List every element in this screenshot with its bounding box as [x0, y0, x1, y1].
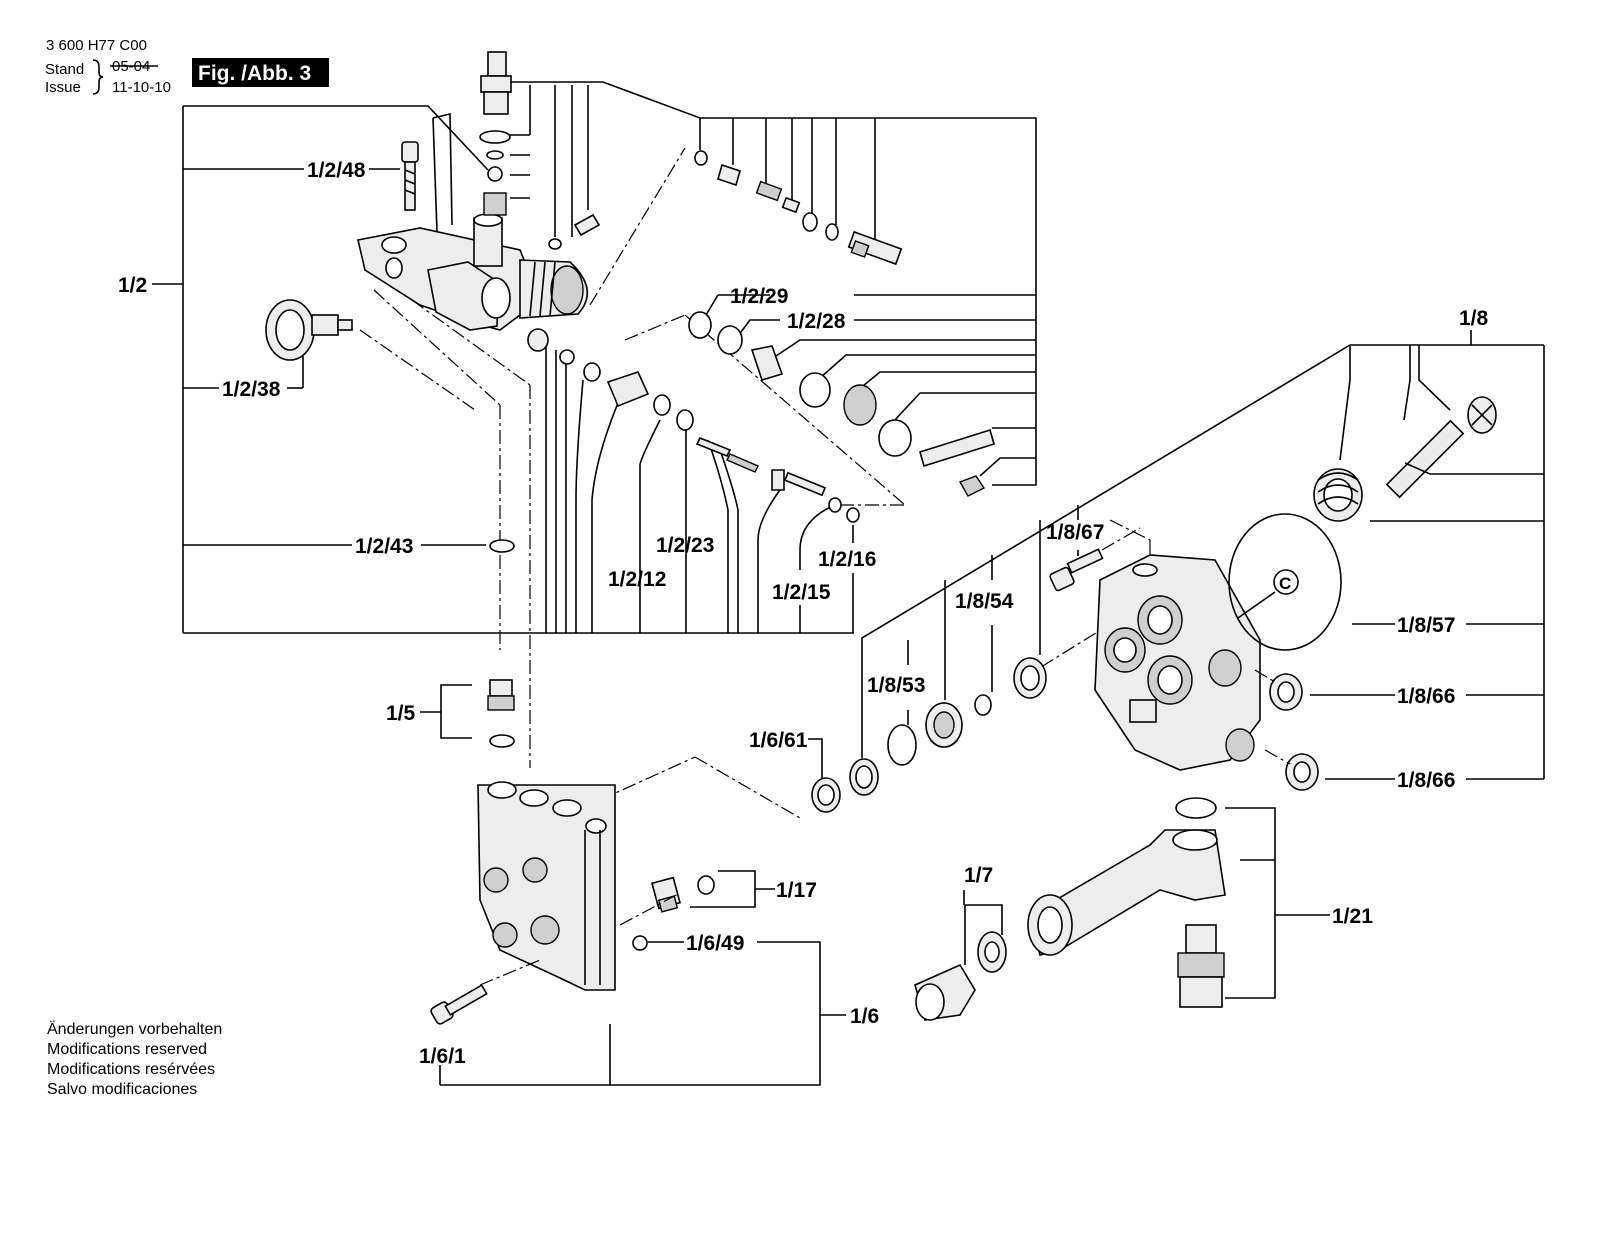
callout-1-2-23: 1/2/23 [656, 534, 714, 557]
bracket-1-6 [439, 941, 846, 1086]
gasket-1-8-57: C [1228, 513, 1342, 651]
callout-1-2: 1/2 [118, 274, 147, 297]
callout-1-8: 1/8 [1459, 307, 1489, 330]
bracket-1-21 [1225, 807, 1330, 999]
issue-label: Issue [45, 79, 81, 96]
valve-parts-upper [694, 150, 903, 266]
callout-1-7: 1/7 [964, 864, 993, 887]
manifold-1-6 [477, 781, 616, 991]
header-block: 3 600 H77 C00 Stand Issue 05-04 11-10-10… [45, 37, 329, 96]
assembly-1-2-leaders [152, 81, 1037, 634]
callout-1-5: 1/5 [386, 702, 416, 725]
callout-1-2-43: 1/2/43 [355, 535, 413, 558]
callout-1-6-49: 1/6/49 [686, 932, 744, 955]
adapter-1-7 [914, 931, 1007, 1021]
axis-1-8-67 [1101, 527, 1141, 551]
callout-1-2-16: 1/2/16 [818, 548, 876, 571]
note-es: Salvo modificaciones [47, 1081, 197, 1098]
small-oring [548, 238, 562, 250]
bracket-1-7 [963, 890, 1003, 965]
callout-1-6-61: 1/6/61 [749, 729, 808, 752]
doc-number: 3 600 H77 C00 [46, 37, 147, 54]
callout-1-17: 1/17 [776, 879, 817, 902]
valve-parts-middle [527, 311, 995, 523]
callout-1-2-12: 1/2/12 [608, 568, 666, 591]
issue-date: 11-10-10 [112, 79, 171, 96]
bracket-1-17 [690, 870, 775, 908]
axis-1-17 [619, 892, 681, 926]
seal-row [811, 657, 1047, 813]
marker-c: C [1279, 574, 1291, 593]
callout-1-8-66-a: 1/8/66 [1397, 685, 1455, 708]
oring-1-6-49 [632, 935, 648, 951]
callout-1-21: 1/21 [1332, 905, 1373, 928]
clip-part [432, 112, 453, 233]
valve-1-17 [651, 875, 715, 913]
note-fr: Modifications resérvées [47, 1061, 215, 1078]
note-en: Modifications reserved [47, 1041, 207, 1058]
outlet-1-21 [1027, 797, 1226, 1008]
assembly-1-8-leaders [861, 330, 1545, 780]
assembly-axis-lines [359, 147, 1151, 819]
axis-1-8-66a [1254, 669, 1276, 683]
callout-1-2-15: 1/2/15 [772, 581, 831, 604]
callout-1-2-48: 1/2/48 [307, 159, 366, 182]
callout-labels: 1/2 1/2/48 1/2/38 1/2/43 1/2/29 1/2/28 1… [118, 159, 1489, 1068]
small-plug [573, 213, 601, 237]
brace-icon [92, 59, 104, 95]
plug-1-5 [487, 679, 515, 748]
callout-1-6: 1/6 [850, 1005, 879, 1028]
callout-1-2-28: 1/2/28 [787, 310, 846, 333]
bracket-1-5 [420, 684, 472, 739]
callout-1-8-67: 1/8/67 [1046, 521, 1104, 544]
screw-1-6-1 [430, 984, 488, 1025]
callout-1-2-29: 1/2/29 [730, 285, 788, 308]
piston-group-1-8 [1269, 396, 1497, 791]
stand-label: Stand [45, 61, 84, 78]
screw-1-2-48 [401, 141, 419, 211]
oring-1-2-43 [489, 539, 515, 553]
callout-1-8-54: 1/8/54 [955, 590, 1014, 613]
leader-1-6-61 [808, 738, 823, 778]
callout-1-8-66-b: 1/8/66 [1397, 769, 1455, 792]
note-de: Änderungen vorbehalten [47, 1020, 222, 1038]
unloader-housing [357, 213, 589, 331]
axis-1-8-66b [1264, 749, 1291, 765]
figure-badge-bg [192, 58, 329, 87]
pump-head-1-8 [1094, 554, 1261, 771]
modification-notes: Änderungen vorbehalten Modifications res… [47, 1020, 222, 1098]
callout-1-8-53: 1/8/53 [867, 674, 925, 697]
callout-1-6-1: 1/6/1 [419, 1045, 466, 1068]
figure-badge: Fig. /Abb. 3 [198, 62, 311, 85]
pressure-knob [265, 299, 353, 361]
screw-1-8-67 [1049, 548, 1104, 592]
top-nipple [479, 51, 512, 216]
callout-1-2-38: 1/2/38 [222, 378, 281, 401]
callout-1-8-57: 1/8/57 [1397, 614, 1455, 637]
axis-1-6-1 [479, 959, 541, 986]
